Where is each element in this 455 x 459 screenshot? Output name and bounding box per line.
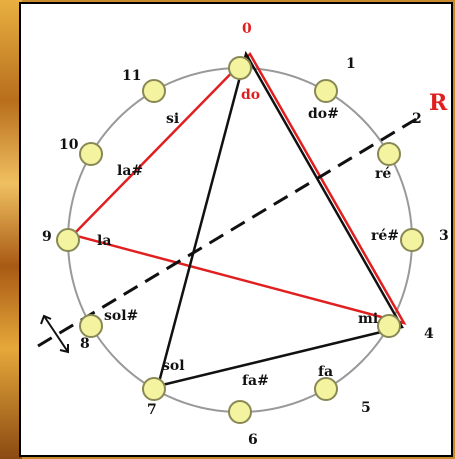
note-label-do-sharp: do# — [308, 106, 339, 122]
pitch-nodes — [56, 56, 424, 424]
pitch-node-3 — [400, 228, 424, 252]
number-label-7: 7 — [147, 402, 157, 418]
number-label-6: 6 — [248, 432, 258, 448]
number-label-0: 0 — [242, 21, 252, 37]
double-arrow-icon — [40, 314, 69, 354]
note-label-sol: sol — [162, 358, 185, 374]
number-label-8: 8 — [80, 336, 90, 352]
red-triangle — [70, 51, 407, 325]
number-label-9: 9 — [42, 229, 52, 245]
note-label-la: la — [97, 233, 111, 249]
black-triangle — [156, 50, 404, 388]
number-label-10: 10 — [59, 137, 79, 153]
pitch-node-8 — [79, 314, 103, 338]
pitch-node-11 — [142, 79, 166, 103]
pitch-node-5 — [314, 377, 338, 401]
note-label-si: si — [166, 111, 179, 127]
pitch-node-10 — [79, 142, 103, 166]
number-label-5: 5 — [361, 400, 371, 416]
diagram-panel — [19, 2, 453, 457]
number-label-11: 11 — [122, 68, 141, 84]
axis-label-r: R — [429, 90, 448, 116]
note-label-fa-sharp: fa# — [242, 373, 269, 389]
chromatic-circle — [67, 67, 413, 413]
pitch-node-0 — [228, 56, 252, 80]
note-label-sol-sharp: sol# — [104, 308, 138, 324]
number-label-2: 2 — [412, 111, 422, 127]
pitch-node-9 — [56, 228, 80, 252]
note-label-mi: mi — [358, 311, 378, 327]
note-label-do: do — [241, 87, 260, 103]
background-image-strip — [0, 0, 22, 459]
pitch-node-2 — [377, 142, 401, 166]
number-label-4: 4 — [424, 326, 434, 342]
note-label-fa: fa — [318, 364, 333, 380]
note-label-la-sharp: la# — [117, 163, 143, 179]
note-label-re: ré — [375, 166, 391, 182]
number-label-3: 3 — [439, 228, 449, 244]
pitch-node-7 — [142, 377, 166, 401]
pitch-node-1 — [314, 79, 338, 103]
pitch-node-6 — [228, 400, 252, 424]
number-label-1: 1 — [346, 56, 356, 72]
note-label-re-sharp: ré# — [371, 228, 399, 244]
pitch-node-4 — [377, 314, 401, 338]
